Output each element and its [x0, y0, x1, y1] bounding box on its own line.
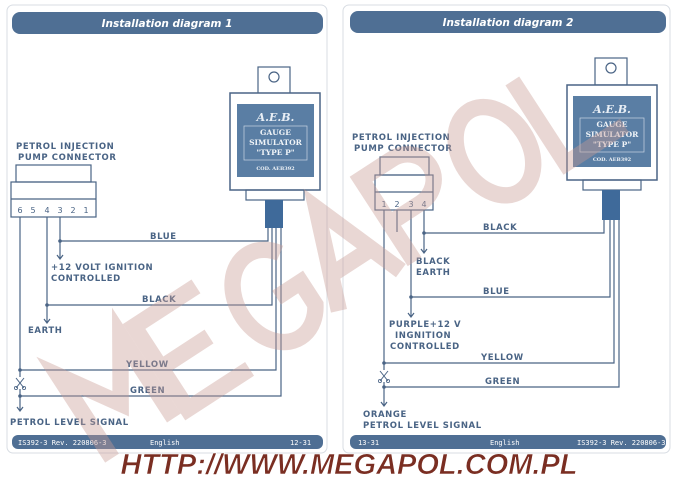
- gauge-simulator-device-1: A.E.B. GAUGE SIMULATOR "TYPE P" COD. AEB…: [229, 66, 321, 228]
- pin-1: 1: [381, 200, 386, 209]
- page-1: Installation diagram 1 PETROL INJECTION …: [6, 4, 328, 454]
- ignition-label-line2: INGNITION: [395, 331, 451, 341]
- page-1-title: Installation diagram 1: [102, 18, 233, 30]
- megapol-url-watermark: HTTP://WWW.MEGAPOL.COM.PL: [121, 449, 578, 479]
- pin-2: 2: [70, 206, 75, 215]
- gauge-simulator-device-2: A.E.B. GAUGE SIMULATOR "TYPE P" COD. AEB…: [566, 57, 658, 220]
- device-name-line2: SIMULATOR: [249, 138, 303, 147]
- page-1-footer-bar: [12, 435, 323, 449]
- pin-3: 3: [57, 206, 62, 215]
- wiring-1: [13, 217, 282, 412]
- device-name-line2: SIMULATOR: [586, 130, 640, 139]
- ignition-label-line2: CONTROLLED: [51, 274, 121, 284]
- scissors-icon: [377, 370, 390, 383]
- wire-label-yellow: YELLOW: [480, 353, 524, 363]
- megapol-watermark: [36, 76, 629, 463]
- device-name-line1: GAUGE: [597, 120, 628, 129]
- earth-label-line2: EARTH: [416, 268, 450, 278]
- page-1-footer-code: IS392-3 Rev. 220806-3: [18, 439, 107, 447]
- page-2-footer-code: IS392-3 Rev. 220806-3: [577, 439, 666, 447]
- pin-6: 6: [17, 206, 22, 215]
- pin-3: 3: [408, 200, 413, 209]
- petrol-level-signal-label: PETROL LEVEL SIGNAL: [363, 421, 482, 431]
- device-code: COD. AEB392: [256, 166, 295, 172]
- scissors-icon: [13, 377, 26, 390]
- pin-5: 5: [30, 206, 35, 215]
- connector-label-line1: PETROL INJECTION: [352, 133, 450, 143]
- page-2-title: Installation diagram 2: [443, 17, 574, 29]
- pump-connector-4pin: 1 2 3 4: [374, 156, 434, 211]
- wire-label-black: BLACK: [483, 223, 517, 233]
- wiring-2: [377, 210, 620, 407]
- connector-label-line2: PUMP CONNECTOR: [354, 144, 452, 154]
- wire-label-black: BLACK: [142, 295, 176, 305]
- device-name-line3: "TYPE P": [256, 148, 294, 157]
- pump-connector-6pin: 6 5 4 3 2 1: [10, 164, 97, 218]
- wire-label-blue: BLUE: [483, 287, 510, 297]
- pin-2: 2: [394, 200, 399, 209]
- connector-label-line1: PETROL INJECTION: [16, 142, 114, 152]
- device-brand: A.E.B.: [256, 111, 295, 124]
- wire-label-green: GREEN: [485, 377, 520, 387]
- ignition-label-line3: CONTROLLED: [390, 342, 460, 352]
- page-1-footer-page: 12-31: [290, 439, 311, 447]
- pin-1: 1: [83, 206, 88, 215]
- device-brand: A.E.B.: [592, 103, 631, 116]
- page-2-header-bar: [350, 11, 666, 33]
- wire-label-green: GREEN: [130, 386, 165, 396]
- orange-label: ORANGE: [363, 410, 407, 420]
- page-2-footer-bar: [350, 435, 666, 449]
- device-name-line3: "TYPE P": [593, 140, 631, 149]
- device-name-line1: GAUGE: [260, 128, 291, 137]
- page-1-header-bar: [12, 12, 323, 34]
- ignition-label-line1: PURPLE+12 V: [389, 320, 461, 330]
- earth-label: EARTH: [28, 326, 62, 336]
- page-1-footer-lang: English: [150, 439, 180, 447]
- device-code: COD. AEB392: [593, 157, 632, 163]
- page-2-footer-lang: English: [490, 439, 520, 447]
- page-2-footer-page: 13-31: [358, 439, 379, 447]
- wire-label-yellow: YELLOW: [125, 360, 169, 370]
- connector-label-line2: PUMP CONNECTOR: [18, 153, 116, 163]
- ignition-label-line1: +12 VOLT IGNITION: [51, 263, 153, 273]
- wire-label-blue: BLUE: [150, 232, 177, 242]
- pin-4: 4: [421, 200, 426, 209]
- pin-4: 4: [44, 206, 49, 215]
- petrol-level-signal-label: PETROL LEVEL SIGNAL: [10, 418, 129, 428]
- page-2: Installation diagram 2 PETROL INJECTION …: [342, 4, 671, 454]
- earth-label-line1: BLACK: [416, 257, 450, 267]
